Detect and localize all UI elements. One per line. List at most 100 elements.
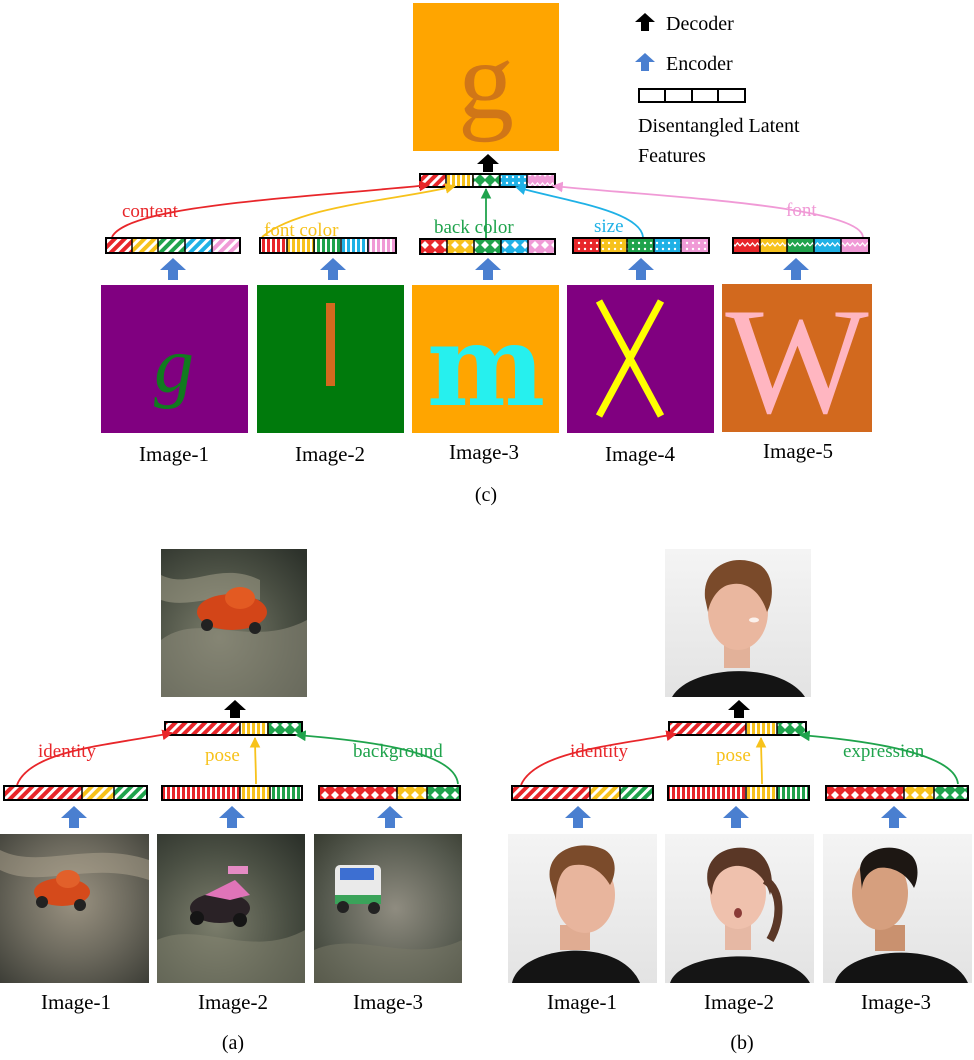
panel-c-vector-1 — [105, 237, 241, 254]
encoder-arrow-icon — [565, 806, 591, 828]
attr-label-back-color: back color — [434, 217, 514, 238]
red-toy-car — [34, 870, 90, 911]
legend-latent-label-line1: Disentangled Latent — [638, 115, 800, 137]
panel-a-image-3 — [314, 834, 462, 983]
panel-a-attr-pose: pose — [205, 745, 240, 766]
arrow-identity — [16, 729, 174, 786]
panel-b-caption: (b) — [730, 1032, 753, 1054]
pink-toy-car — [190, 866, 250, 927]
panel-a-output-image — [161, 549, 307, 697]
panel-c-image-5-label: Image-5 — [763, 439, 833, 463]
panel-a-attr-identity: identity — [38, 741, 97, 762]
legend-decoder-label: Decoder — [666, 13, 734, 35]
encoder-arrow-icon — [881, 806, 907, 828]
arrow-pose — [249, 736, 261, 785]
encoder-arrow-icon — [628, 258, 654, 280]
panel-b-vector-1 — [511, 785, 654, 801]
panel-a-image-3-label: Image-3 — [353, 990, 423, 1014]
panel-a-combined-vector — [164, 721, 303, 736]
panel-c-image-3-label: Image-3 — [449, 440, 519, 464]
encoder-arrow-icon — [723, 806, 749, 828]
panel-c: g content font color back color size fon… — [101, 3, 872, 506]
panel-b-encoder-arrows — [565, 806, 907, 828]
attr-label-font-color: font color — [264, 220, 339, 241]
panel-a-decoder-arrow-icon — [224, 700, 246, 718]
arrow-font-color — [261, 183, 457, 238]
panel-b-image-1 — [508, 834, 657, 983]
panel-a-vector-1 — [3, 785, 148, 801]
panel-c-image-1: g — [101, 285, 248, 433]
encoder-arrow-icon — [475, 258, 501, 280]
encoder-arrow-icon — [320, 258, 346, 280]
panel-b-decoder-arrow-icon — [728, 700, 750, 718]
panel-c-image-2-label: Image-2 — [295, 442, 365, 466]
panel-b-image-3-label: Image-3 — [861, 990, 931, 1014]
panel-c-image-4 — [567, 285, 714, 433]
panel-a-image-1 — [0, 834, 149, 983]
panel-c-image-3: m — [412, 285, 559, 433]
panel-a-image-1-label: Image-1 — [41, 990, 111, 1014]
panel-a-image-2-label: Image-2 — [198, 990, 268, 1014]
legend-latent-vector-icon — [638, 88, 746, 103]
panel-b-vector-3 — [825, 785, 969, 801]
panel-a-vector-2 — [161, 785, 303, 801]
panel-b-image-3 — [823, 834, 972, 983]
arrow-size — [514, 184, 644, 238]
panel-b-image-2 — [665, 834, 814, 983]
encoder-arrow-icon — [160, 258, 186, 280]
panel-c-vector-4 — [572, 237, 710, 254]
decoder-arrow-icon — [635, 13, 655, 31]
panel-a-image-2 — [157, 834, 305, 983]
encoder-arrow-icon — [783, 258, 809, 280]
arrow-expression — [798, 730, 959, 785]
image-5-glyph: W — [725, 277, 869, 445]
output-glyph: g — [458, 19, 514, 143]
panel-c-vector-2 — [259, 237, 397, 254]
legend: Decoder Encoder Disentangled Latent Feat… — [635, 13, 800, 167]
panel-b-vector-2 — [667, 785, 810, 801]
panel-b-attr-identity: identity — [570, 741, 629, 762]
arrow-background — [294, 730, 459, 785]
panel-c-image-5: W — [722, 277, 872, 445]
arrow-content — [111, 180, 431, 238]
panel-c-output-image: g — [413, 3, 559, 151]
panel-c-caption: (c) — [475, 484, 497, 506]
blue-toy-truck — [335, 865, 381, 914]
panel-c-image-1-label: Image-1 — [139, 442, 209, 466]
arrow-identity — [520, 730, 678, 786]
encoder-arrow-icon — [635, 53, 655, 71]
image-3-glyph: m — [427, 301, 546, 432]
panel-c-encoder-arrows — [160, 258, 809, 280]
panel-c-decoder-arrow-icon — [477, 154, 499, 172]
panel-c-vector-3 — [419, 238, 556, 255]
panel-b-output-image — [665, 549, 811, 697]
attr-label-content: content — [122, 201, 179, 222]
panel-b-image-2-label: Image-2 — [704, 990, 774, 1014]
panel-c-combined-vector — [419, 173, 556, 188]
panel-a-vector-3 — [318, 785, 461, 801]
encoder-arrow-icon — [219, 806, 245, 828]
red-toy-car — [197, 587, 267, 634]
encoder-arrow-icon — [377, 806, 403, 828]
attr-label-size: size — [594, 216, 624, 237]
image-1-glyph: g — [154, 322, 194, 410]
panel-b-combined-vector — [668, 721, 807, 736]
arrow-pose — [755, 736, 767, 785]
panel-c-image-4-label: Image-4 — [605, 442, 675, 466]
panel-a-encoder-arrows — [61, 806, 403, 828]
panel-b-image-1-label: Image-1 — [547, 990, 617, 1014]
legend-latent-label-line2: Features — [638, 145, 706, 167]
arrow-font — [551, 181, 864, 238]
attr-label-font: font — [786, 200, 817, 221]
panel-c-vector-5 — [732, 237, 870, 254]
encoder-arrow-icon — [61, 806, 87, 828]
panel-b: identity pose expression — [508, 549, 972, 1054]
panel-c-image-2 — [257, 285, 404, 433]
panel-b-attr-pose: pose — [716, 745, 751, 766]
panel-a-caption: (a) — [222, 1032, 244, 1054]
panel-b-attr-expression: expression — [843, 741, 925, 762]
panel-a-attr-background: background — [353, 741, 443, 762]
panel-a: identity pose background — [0, 549, 462, 1054]
legend-encoder-label: Encoder — [666, 53, 733, 75]
